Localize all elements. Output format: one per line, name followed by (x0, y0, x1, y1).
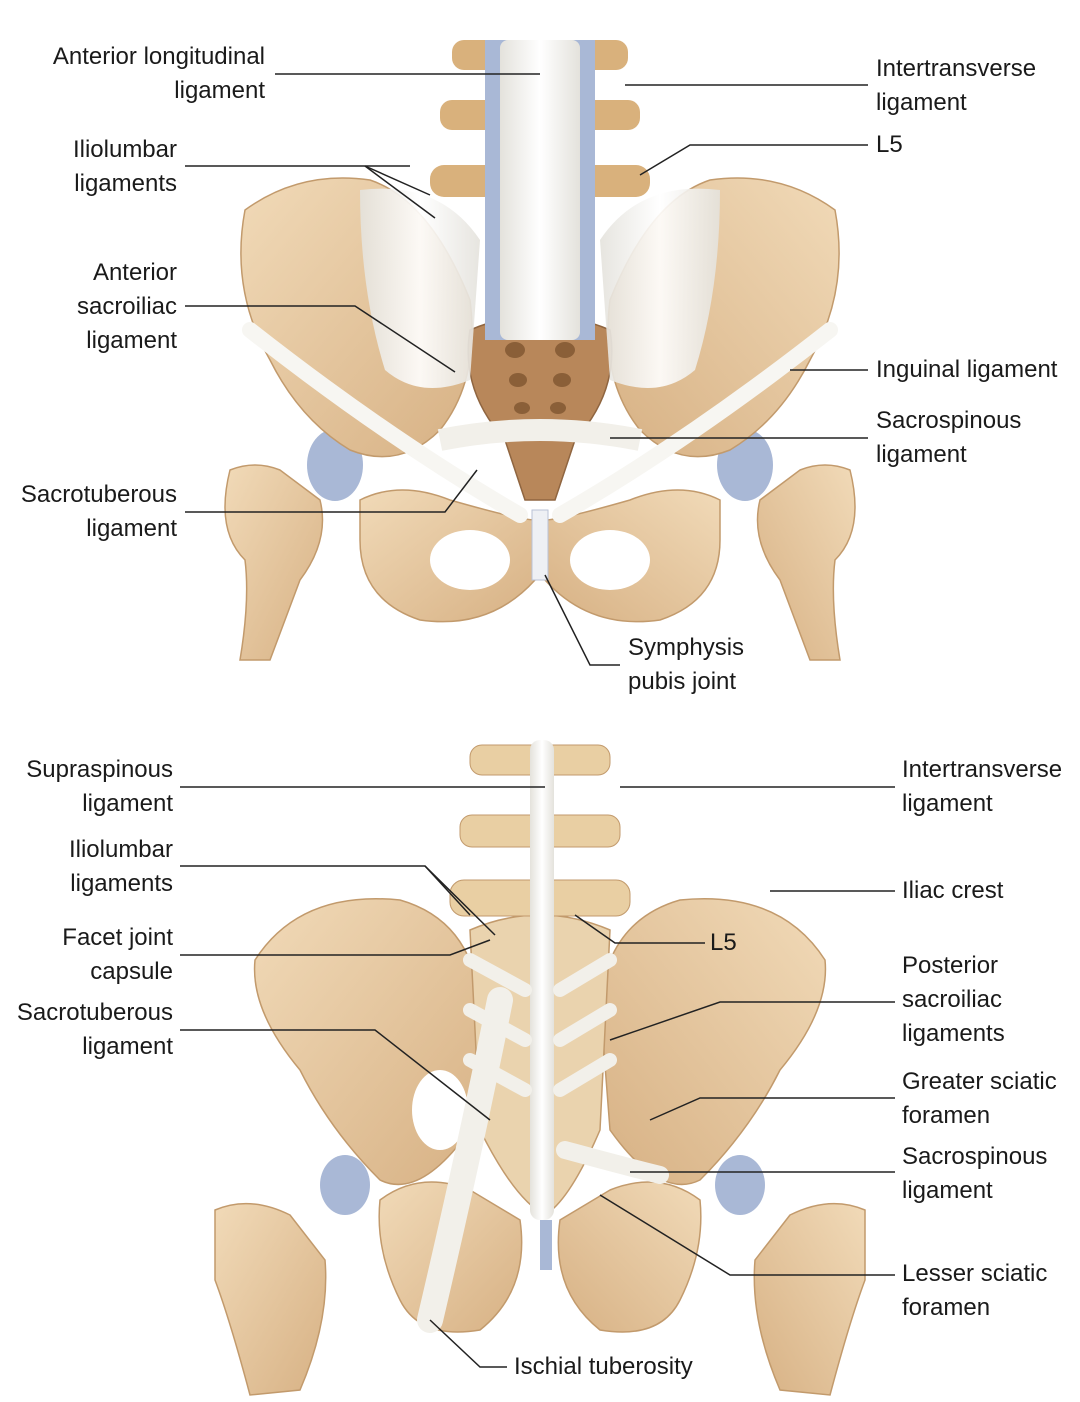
right-anterior-sacroiliac-ligament-shape (600, 188, 720, 388)
sacrospinous-ligament-shape (437, 419, 643, 451)
right-inguinal-ligament-shape (552, 322, 838, 523)
label-l5-posterior: L5 (710, 929, 737, 956)
symphysis-pubis (531, 509, 549, 581)
label-l5-anterior: L5 (876, 131, 903, 158)
label-iliac-crest: Iliac crest (902, 877, 1004, 904)
anterior-longitudinal-ligament-shape (500, 40, 580, 340)
label-iliolumbar-ligaments-anterior: Iliolumbar ligaments (72, 136, 177, 197)
sacral-foramina (505, 342, 575, 414)
right-obturator-foramen (570, 530, 650, 590)
right-femur-posterior (753, 1202, 866, 1396)
label-sacrospinous-ligament-anterior: Sacrospinous ligament (876, 407, 1022, 468)
symphysis-posterior (540, 1220, 552, 1270)
label-greater-sciatic-foramen: Greater sciatic foramen (902, 1068, 1057, 1129)
label-inguinal-ligament: Inguinal ligament (876, 356, 1058, 383)
left-femur-posterior (214, 1202, 327, 1396)
left-hip-joint-posterior (320, 1155, 370, 1215)
left-femur (224, 464, 324, 661)
anterior-pelvis-drawing (224, 40, 856, 661)
left-anterior-sacroiliac-ligament-shape (360, 188, 480, 388)
label-iliolumbar-ligaments-posterior: Iliolumbar ligaments (68, 836, 173, 897)
label-symphysis-pubis-joint: Symphysis pubis joint (628, 634, 745, 695)
label-sacrotuberous-ligament-posterior: Sacrotuberous ligament (16, 999, 173, 1060)
right-femur (756, 464, 856, 661)
label-facet-joint-capsule: Facet joint capsule (62, 924, 173, 985)
label-sacrotuberous-ligament-anterior: Sacrotuberous ligament (20, 481, 177, 542)
sacrotuberous-ligament-shape (417, 987, 513, 1333)
left-obturator-foramen (430, 530, 510, 590)
sacrum-anterior (467, 314, 613, 501)
supraspinous-ligament-shape (530, 740, 554, 1220)
label-anterior-longitudinal-ligament: Anterior longitudinal ligament (52, 43, 265, 104)
label-posterior-sacroiliac-ligaments: Posterior sacroiliac ligaments (902, 952, 1005, 1047)
left-inguinal-ligament-shape (242, 322, 528, 523)
posterior-pelvis-drawing (214, 740, 866, 1396)
right-hip-joint-posterior (715, 1155, 765, 1215)
label-intertransverse-ligament-anterior: Intertransverse ligament (876, 55, 1037, 116)
label-intertransverse-ligament-posterior: Intertransverse ligament (902, 756, 1063, 817)
sacrospinous-ligament-shape-posterior (556, 1141, 669, 1184)
greater-sciatic-foramen-hole-left (412, 1070, 468, 1150)
right-ischium (557, 1181, 702, 1333)
label-anterior-sacroiliac-ligament: Anterior sacroiliac ligament (76, 259, 177, 354)
label-supraspinous-ligament: Supraspinous ligament (26, 756, 173, 817)
leader-lines (180, 73, 895, 1368)
label-lesser-sciatic-foramen: Lesser sciatic foramen (902, 1260, 1048, 1321)
label-ischial-tuberosity: Ischial tuberosity (514, 1353, 693, 1380)
label-sacrospinous-ligament-posterior: Sacrospinous ligament (902, 1143, 1048, 1204)
